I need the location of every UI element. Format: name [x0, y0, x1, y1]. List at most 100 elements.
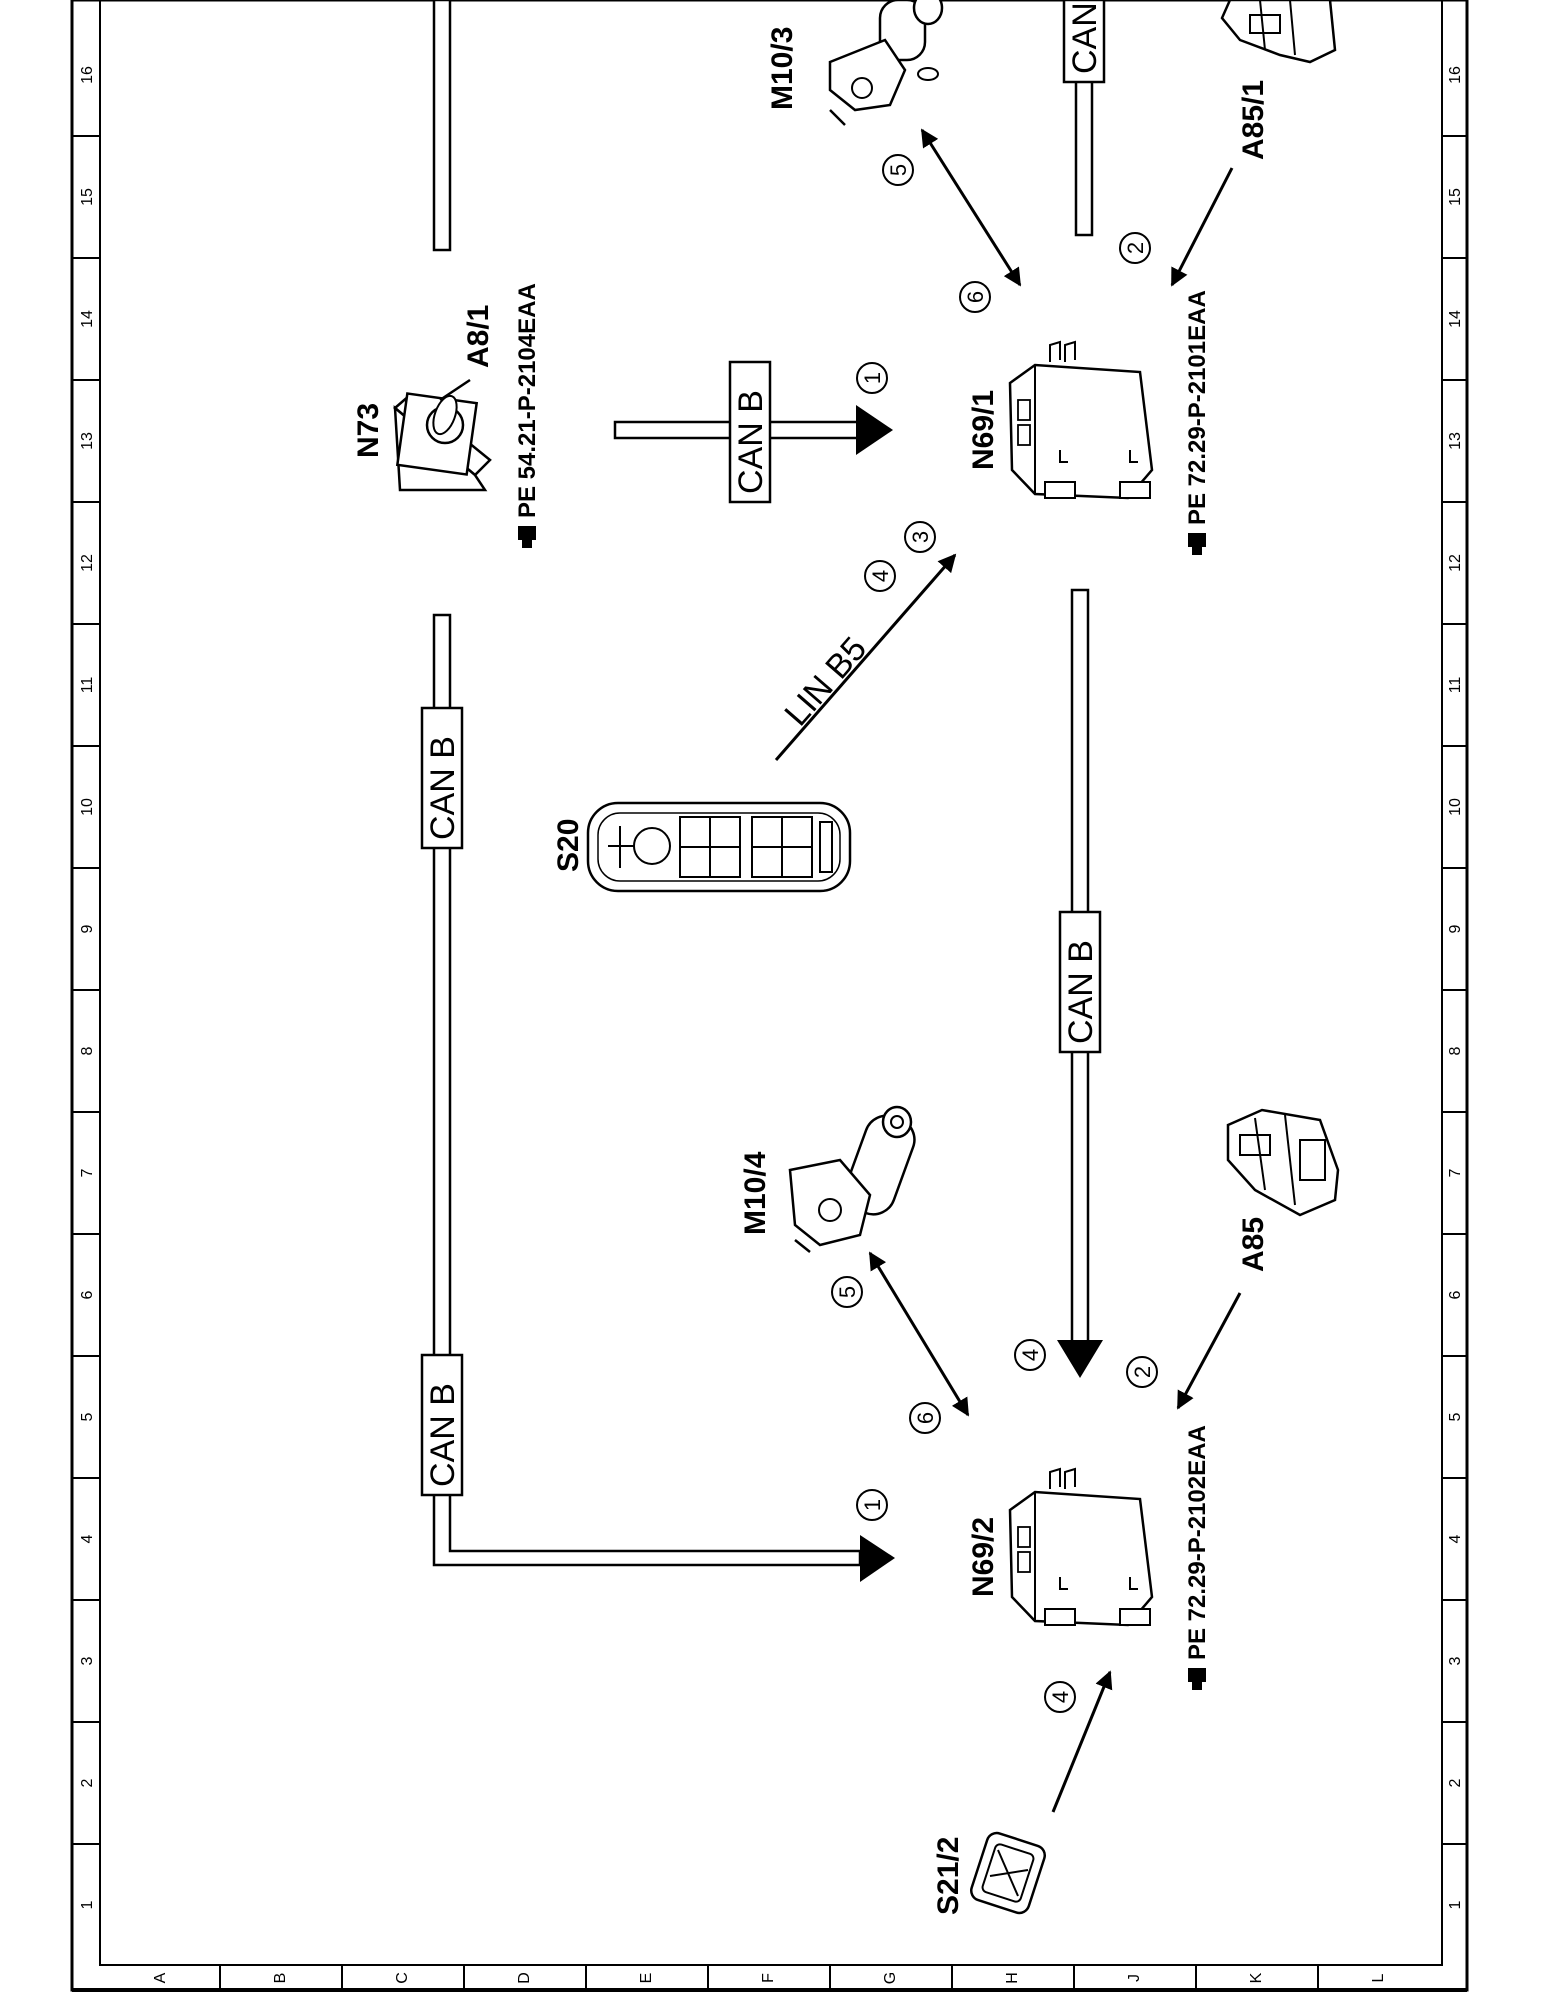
svg-text:4: 4	[1048, 1691, 1073, 1703]
grid-column-labels-left: 16 15 14 13 12 11 10 9 8 7 6 5 4 3 2 1	[79, 66, 96, 1909]
grid-row-J: J	[1126, 1974, 1143, 1982]
s20-switch-panel-icon	[586, 801, 852, 893]
a85-lock-icon	[1226, 1108, 1340, 1217]
grid-col-5: 5	[1447, 1412, 1464, 1421]
grid-col-6: 6	[1447, 1290, 1464, 1299]
arrow-m10-3-n69-1	[920, 128, 1022, 287]
n73-ignition-switch-icon	[393, 378, 492, 492]
grid-col-8: 8	[1447, 1046, 1464, 1055]
grid-col-3: 3	[79, 1656, 96, 1665]
grid-col-13: 13	[79, 432, 96, 450]
step-circle-2-top: 2	[1119, 232, 1151, 264]
n69-1-label: N69/1	[967, 390, 1000, 470]
s20-label: S20	[552, 819, 585, 872]
step-circle-6-bottom: 6	[909, 1402, 941, 1434]
grid-row-E: E	[638, 1973, 655, 1984]
can-bus-n73-to-n69-1: CAN B	[613, 360, 893, 504]
n73-label: N73	[352, 403, 385, 458]
grid-column-labels-right: 16 15 14 13 12 11 10 9 8 7 6 5 4 3 2 1	[1447, 66, 1464, 1909]
pointing-hand-icon	[518, 526, 536, 548]
can-bus-label-right: CAN B	[1062, 940, 1100, 1044]
arrow-m10-4-n69-2	[868, 1251, 970, 1417]
step-circle-5-bottom: 5	[831, 1276, 863, 1308]
grid-col-2: 2	[1447, 1778, 1464, 1787]
grid-row-F: F	[760, 1973, 777, 1983]
arrow-lin-b5: LIN B5	[774, 553, 957, 761]
pointing-hand-icon	[1188, 533, 1206, 555]
grid-row-L: L	[1370, 1973, 1387, 1982]
grid-col-7: 7	[1447, 1168, 1464, 1177]
can-bus-label-top: CAN	[1066, 2, 1104, 74]
step-circle-4-bottom-b: 4	[1044, 1681, 1076, 1713]
s21-2-switch-icon	[970, 1831, 1046, 1915]
can-bus-right: CAN B	[1057, 588, 1103, 1378]
arrow-a85-1-n69-1	[1170, 167, 1234, 287]
m10-3-label: M10/3	[766, 27, 799, 110]
grid-ticks	[72, 135, 1467, 1990]
svg-text:PE 72.29-P-2102EAA: PE 72.29-P-2102EAA	[1184, 1425, 1211, 1660]
step-circle-2-bottom: 2	[1126, 1356, 1158, 1388]
grid-col-12: 12	[79, 554, 96, 572]
a85-1-label: A85/1	[1237, 80, 1270, 160]
grid-row-D: D	[516, 1972, 533, 1984]
grid-col-14: 14	[79, 310, 96, 328]
grid-col-5: 5	[79, 1412, 96, 1421]
can-bus-top-right: CAN	[1062, 0, 1106, 237]
step-circle-6-top: 6	[959, 281, 991, 313]
grid-row-H: H	[1004, 1972, 1021, 1984]
n69-1-control-module-icon	[1008, 340, 1154, 500]
grid-col-8: 8	[79, 1046, 96, 1055]
can-bus-top-left	[432, 0, 452, 252]
grid-col-12: 12	[1447, 554, 1464, 572]
a85-label: A85	[1237, 1217, 1270, 1272]
n69-2-ref: PE 72.29-P-2102EAA	[1184, 1425, 1211, 1690]
grid-col-3: 3	[1447, 1656, 1464, 1665]
grid-col-9: 9	[1447, 924, 1464, 933]
n69-2-control-module-icon	[1008, 1467, 1154, 1627]
svg-text:4: 4	[868, 570, 893, 582]
svg-text:3: 3	[908, 531, 933, 543]
arrow-s21-2-n69-2	[1051, 1670, 1113, 1813]
m10-4-motor-icon	[788, 1105, 916, 1253]
m10-4-label: M10/4	[739, 1151, 772, 1235]
step-circle-4-top: 4	[864, 560, 896, 592]
svg-text:5: 5	[835, 1286, 860, 1298]
can-bus-label-middle: CAN B	[732, 390, 770, 494]
grid-col-10: 10	[1447, 798, 1464, 816]
n69-2-label: N69/2	[967, 1517, 1000, 1597]
grid-col-4: 4	[1447, 1534, 1464, 1543]
m10-3-motor-icon	[828, 0, 944, 126]
svg-text:6: 6	[963, 291, 988, 303]
grid-col-11: 11	[79, 677, 96, 694]
svg-text:4: 4	[1018, 1349, 1043, 1361]
step-circle-1-bottom: 1	[856, 1489, 888, 1521]
svg-text:1: 1	[860, 1499, 885, 1511]
svg-text:2: 2	[1123, 242, 1148, 254]
grid-row-A: A	[152, 1972, 169, 1983]
step-circle-4-bottom-a: 4	[1014, 1339, 1046, 1371]
grid-row-B: B	[272, 1973, 289, 1984]
svg-text:1: 1	[860, 372, 885, 384]
grid-col-16: 16	[79, 66, 96, 84]
svg-text:2: 2	[1130, 1366, 1155, 1378]
s21-2-label: S21/2	[932, 1837, 965, 1915]
can-bus-left: CAN B CAN B	[420, 613, 895, 1582]
grid-col-14: 14	[1447, 310, 1464, 328]
grid-col-16: 16	[1447, 66, 1464, 84]
grid-col-6: 6	[79, 1290, 96, 1299]
grid-col-2: 2	[79, 1778, 96, 1787]
step-circles: 1 2 3 4 5 6 1 2 4 5 6 4	[831, 154, 1158, 1713]
grid-col-1: 1	[79, 1900, 96, 1909]
a85-1-lock-icon	[1220, 0, 1337, 64]
grid-col-11: 11	[1447, 677, 1464, 694]
n69-1-ref: PE 72.29-P-2101EAA	[1184, 290, 1211, 555]
grid-row-K: K	[1248, 1972, 1265, 1983]
grid-col-9: 9	[79, 924, 96, 933]
grid-row-C: C	[394, 1972, 411, 1984]
n73-ref: PE 54.21-P-2104EAA	[514, 283, 541, 548]
step-circle-5-top: 5	[882, 154, 914, 186]
svg-text:6: 6	[913, 1412, 938, 1424]
step-circle-1-top: 1	[856, 362, 888, 394]
step-circle-3-top: 3	[904, 521, 936, 553]
